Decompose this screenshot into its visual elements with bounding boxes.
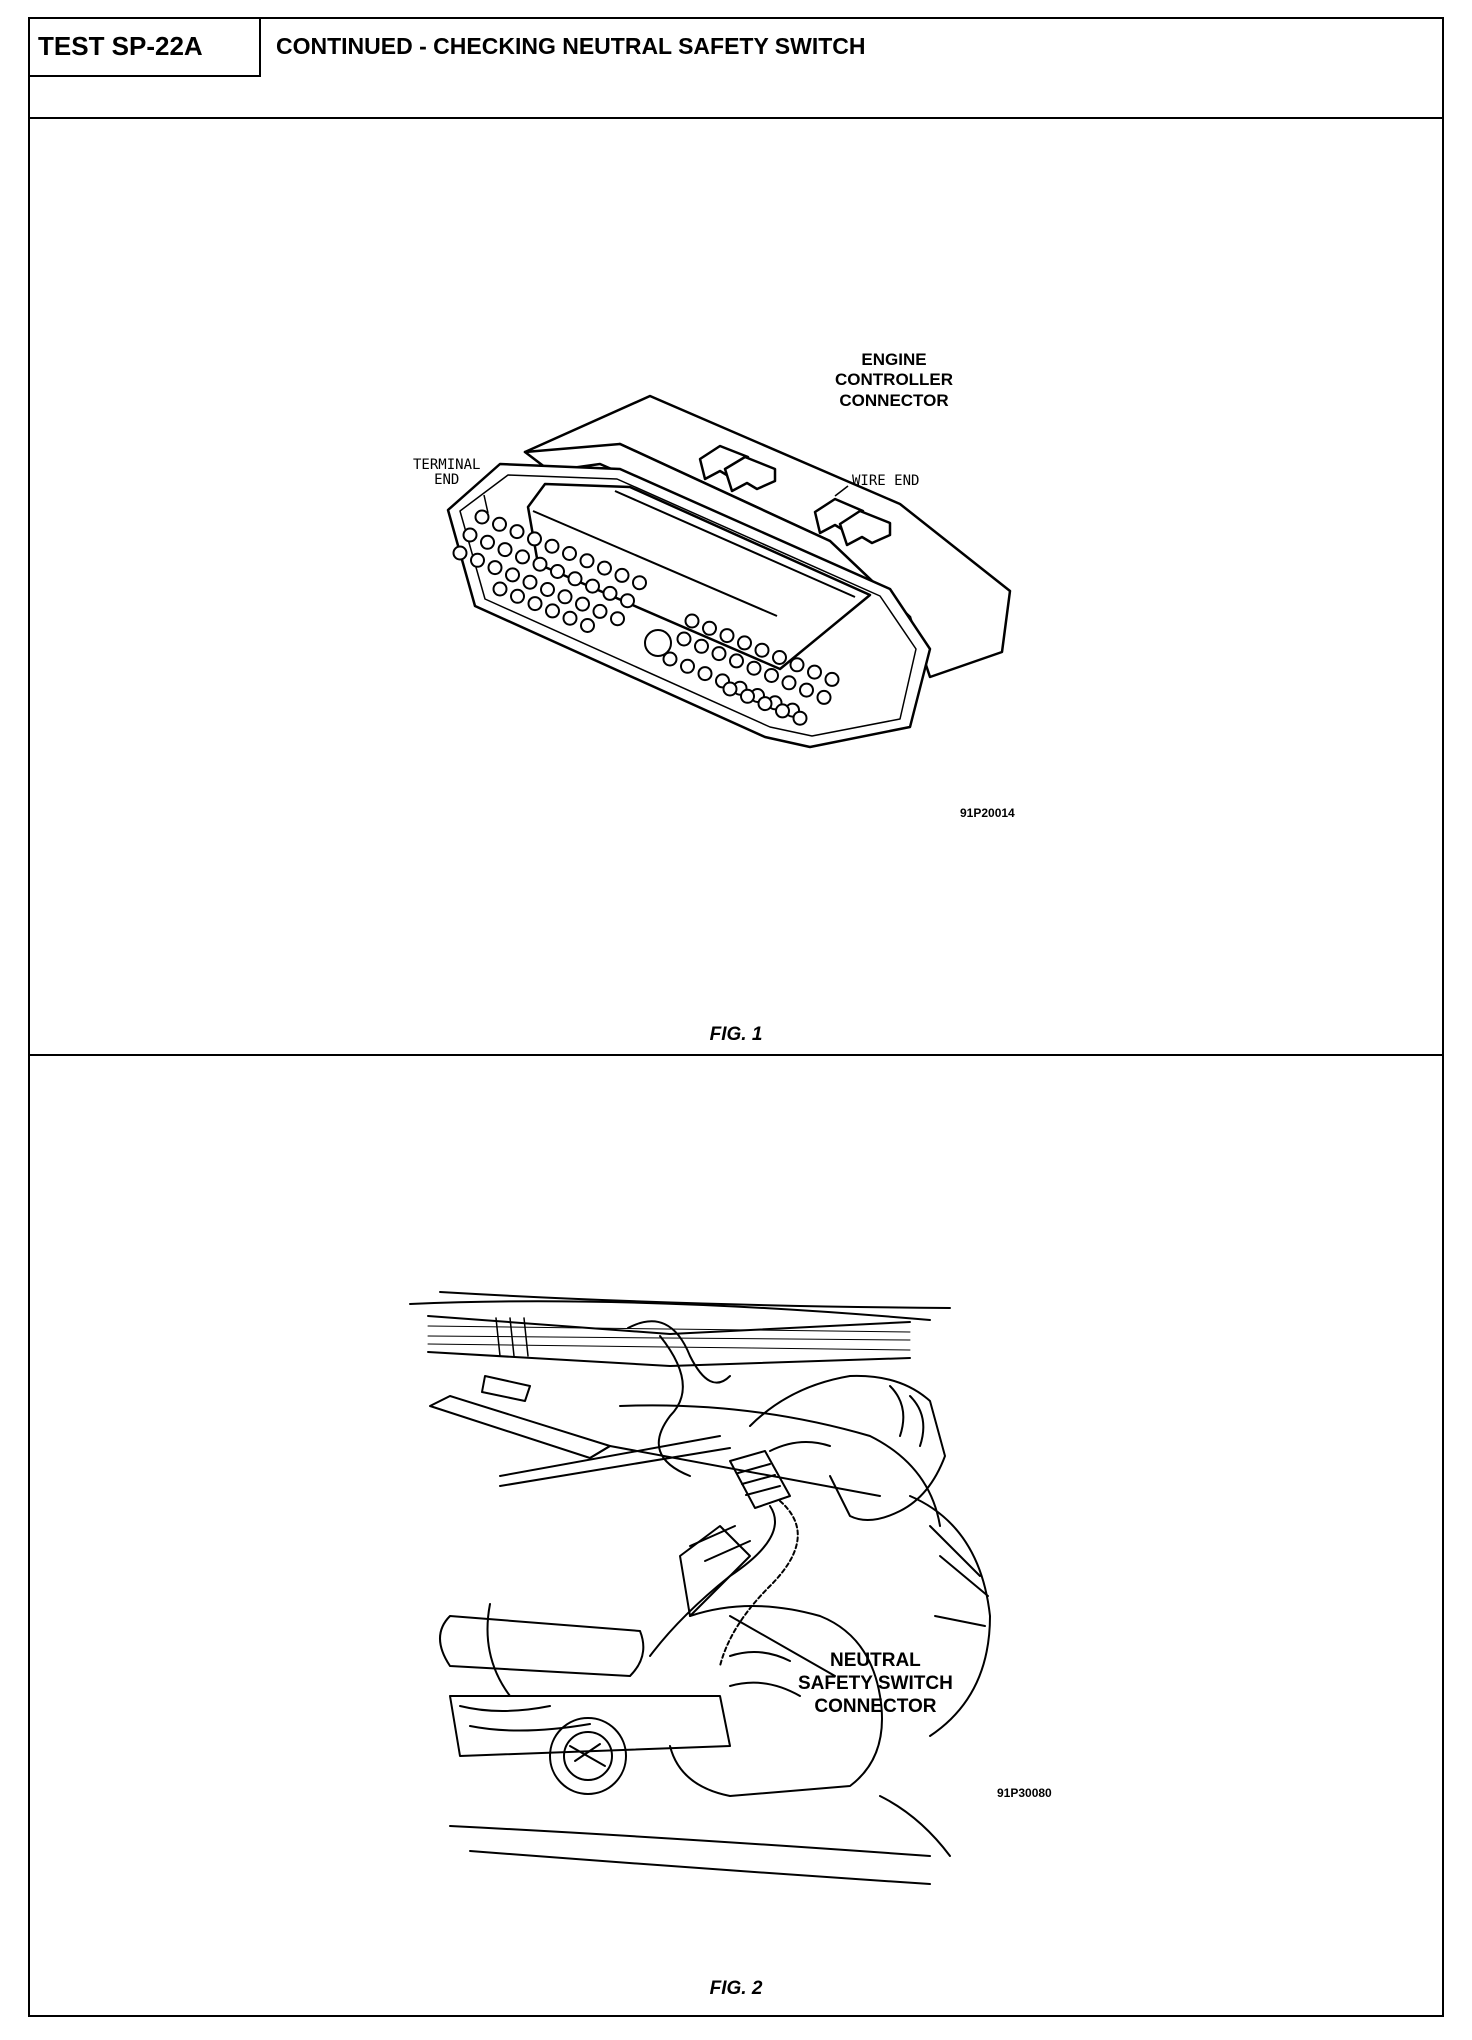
terminal-pin (579, 553, 595, 569)
terminal-pin (697, 666, 713, 682)
terminal-pin (592, 603, 608, 619)
terminal-pin (580, 618, 595, 633)
figure-2-caption: FIG. 2 (709, 1978, 763, 1999)
terminal-pin (775, 703, 790, 719)
terminal-pin (729, 653, 744, 669)
terminal-pin (527, 596, 543, 612)
terminal-pin (462, 527, 478, 543)
terminal-pin (585, 578, 600, 594)
label-line: ENGINE (861, 350, 927, 369)
terminal-pin (676, 631, 692, 647)
figure-1-panel: ENGINE CONTROLLER CONNECTOR TERMINAL END… (30, 119, 1442, 1056)
label-line: CONNECTOR (839, 390, 949, 410)
terminal-pin (510, 588, 525, 604)
terminal-pin (557, 589, 573, 605)
terminal-pin (515, 549, 530, 565)
terminal-pin (497, 542, 513, 558)
terminal-pin (722, 681, 738, 697)
terminal-pin (702, 620, 717, 636)
terminal-pin (492, 516, 507, 532)
terminal-pin (597, 560, 612, 576)
label-line: CONTROLLER (835, 370, 954, 390)
figure-1-caption: FIG. 1 (709, 1024, 763, 1045)
terminal-pin (470, 552, 485, 568)
terminal-pin (789, 657, 805, 673)
label-line: CONNECTOR (814, 1695, 937, 1717)
page-frame: TEST SP-22A CONTINUED - CHECKING NEUTRAL… (28, 17, 1444, 2017)
label-line: END (434, 472, 460, 489)
label-line: NEUTRAL (830, 1650, 921, 1671)
test-id-box: TEST SP-22A (30, 19, 261, 77)
neutral-safety-switch-connector-label: NEUTRAL SAFETY SWITCH CONNECTOR (798, 1650, 953, 1718)
terminal-pin (562, 610, 578, 626)
terminal-end-label: TERMINAL END (413, 457, 481, 489)
terminal-pin (602, 585, 618, 601)
terminal-pin (545, 603, 560, 619)
terminal-pin (509, 524, 525, 540)
terminal-pin (540, 582, 555, 597)
wire-end-label: WIRE END (852, 473, 920, 489)
terminal-pin (567, 571, 583, 587)
terminal-pin (792, 710, 808, 726)
terminal-pin (680, 658, 695, 674)
terminal-pin (610, 611, 625, 627)
terminal-pin (480, 534, 495, 550)
terminal-pin (662, 651, 678, 667)
terminal-pin (757, 696, 773, 712)
page-title: CONTINUED - CHECKING NEUTRAL SAFETY SWIT… (276, 33, 866, 59)
label-line: SAFETY SWITCH (798, 1672, 953, 1694)
terminal-pin (492, 581, 508, 597)
terminal-pin (532, 556, 548, 572)
terminal-pin (632, 575, 647, 591)
engine-controller-connector-drawing (446, 394, 1012, 749)
terminal-pin (575, 596, 590, 612)
terminal-pin (474, 509, 490, 525)
figure-1-code: 91P20014 (960, 806, 1015, 820)
engine-controller-connector-label: ENGINE CONTROLLER CONNECTOR (835, 350, 953, 411)
terminal-pin (562, 546, 577, 561)
terminal-pin (737, 635, 752, 651)
terminal-pin (522, 574, 538, 590)
terminal-pin (754, 642, 770, 658)
terminal-pin (614, 567, 630, 583)
terminal-pin (764, 668, 779, 683)
terminal-pin (746, 660, 762, 676)
terminal-pin (694, 638, 709, 654)
terminal-pin (620, 593, 635, 609)
terminal-pin (550, 564, 565, 579)
terminal-pin (824, 671, 840, 687)
terminal-pin (527, 531, 542, 547)
header-bar: TEST SP-22A CONTINUED - CHECKING NEUTRAL… (30, 19, 1442, 119)
terminal-pin (505, 567, 520, 583)
terminal-pin (487, 560, 503, 576)
terminal-pin (781, 675, 797, 691)
terminal-pin (544, 538, 560, 554)
terminal-pin (816, 689, 832, 705)
figure-2-code: 91P30080 (997, 1786, 1052, 1800)
terminal-pin (807, 664, 822, 680)
figure-2-panel: NEUTRAL SAFETY SWITCH CONNECTOR 91P30080… (30, 1056, 1442, 2015)
terminal-pin (799, 682, 814, 698)
terminal-pin (772, 650, 787, 665)
terminal-pin (740, 688, 755, 704)
terminal-pin (684, 613, 700, 629)
terminal-pin (452, 545, 468, 561)
terminal-pin (711, 646, 727, 662)
label-line: TERMINAL (413, 457, 481, 473)
neutral-safety-switch-photo-illustration (409, 1291, 991, 1885)
terminal-pin (719, 628, 735, 644)
